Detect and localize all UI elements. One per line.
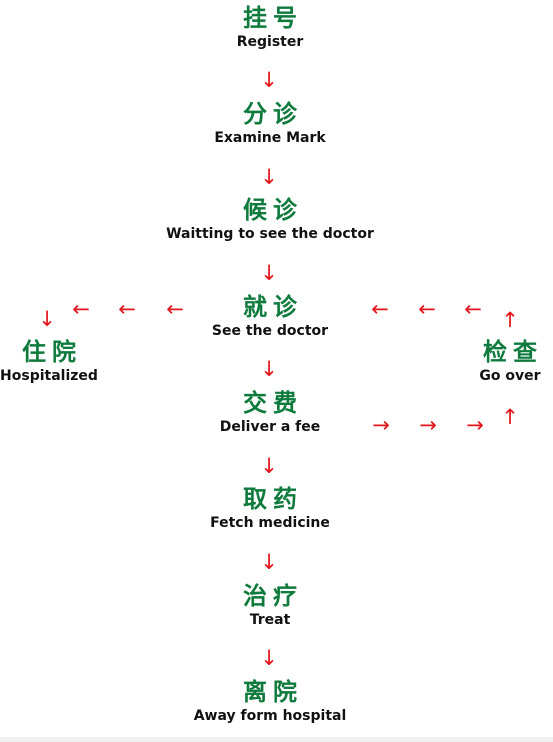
step-register-en: Register <box>236 34 304 50</box>
arrow-right-icon: → <box>372 413 390 437</box>
step-away-hospital: 离院 Away form hospital <box>194 678 347 725</box>
step-fetch-medicine: 取药 Fetch medicine <box>210 485 330 532</box>
side-go-over: 检查 Go over <box>477 338 543 385</box>
step-see-doctor-zh: 就诊 <box>242 293 303 321</box>
step-fetch-medicine-zh: 取药 <box>242 485 303 513</box>
step-treat-en: Treat <box>249 612 291 628</box>
arrow-right-icon: → <box>466 413 484 437</box>
step-deliver-fee-en: Deliver a fee <box>219 419 321 435</box>
step-register-zh: 挂号 <box>243 4 303 32</box>
step-see-doctor: 就诊 See the doctor <box>212 293 328 340</box>
arrow-down-icon: ↓ <box>260 646 278 670</box>
arrow-down-icon: ↓ <box>260 454 278 478</box>
arrow-left-icon: ← <box>418 297 436 321</box>
side-go-over-zh: 检查 <box>483 338 543 366</box>
step-away-hospital-en: Away form hospital <box>193 708 347 724</box>
arrow-down-icon: ↓ <box>260 550 278 574</box>
step-examine-mark-zh: 分诊 <box>242 100 303 128</box>
arrow-up-icon: ↑ <box>501 308 519 332</box>
arrow-left-icon: ← <box>166 297 184 321</box>
arrow-left-icon: ← <box>464 297 482 321</box>
step-fetch-medicine-en: Fetch medicine <box>210 515 330 531</box>
step-register: 挂号 Register <box>237 4 304 51</box>
arrow-down-icon: ↓ <box>38 307 56 331</box>
side-go-over-en: Go over <box>479 368 541 384</box>
step-treat: 治疗 Treat <box>237 582 303 629</box>
step-waiting: 候诊 Waitting to see the doctor <box>166 196 374 243</box>
step-waiting-en: Waitting to see the doctor <box>166 226 374 242</box>
side-hospitalized-en: Hospitalized <box>0 368 98 384</box>
step-treat-zh: 治疗 <box>243 582 303 610</box>
step-deliver-fee-zh: 交费 <box>242 389 303 417</box>
step-away-hospital-zh: 离院 <box>242 678 303 706</box>
step-waiting-zh: 候诊 <box>243 196 303 224</box>
side-hospitalized: 住院 Hospitalized <box>0 338 98 385</box>
bottom-divider <box>0 737 553 742</box>
side-hospitalized-zh: 住院 <box>21 338 82 366</box>
arrow-left-icon: ← <box>118 297 136 321</box>
arrow-down-icon: ↓ <box>260 68 278 92</box>
arrow-left-icon: ← <box>371 297 389 321</box>
arrow-right-icon: → <box>419 413 437 437</box>
step-deliver-fee: 交费 Deliver a fee <box>220 389 321 436</box>
arrow-left-icon: ← <box>72 297 90 321</box>
step-examine-mark-en: Examine Mark <box>214 130 326 146</box>
arrow-down-icon: ↓ <box>260 357 278 381</box>
arrow-up-icon: ↑ <box>501 405 519 429</box>
step-see-doctor-en: See the doctor <box>211 323 329 339</box>
arrow-down-icon: ↓ <box>260 165 278 189</box>
step-examine-mark: 分诊 Examine Mark <box>214 100 325 147</box>
arrow-down-icon: ↓ <box>260 261 278 285</box>
